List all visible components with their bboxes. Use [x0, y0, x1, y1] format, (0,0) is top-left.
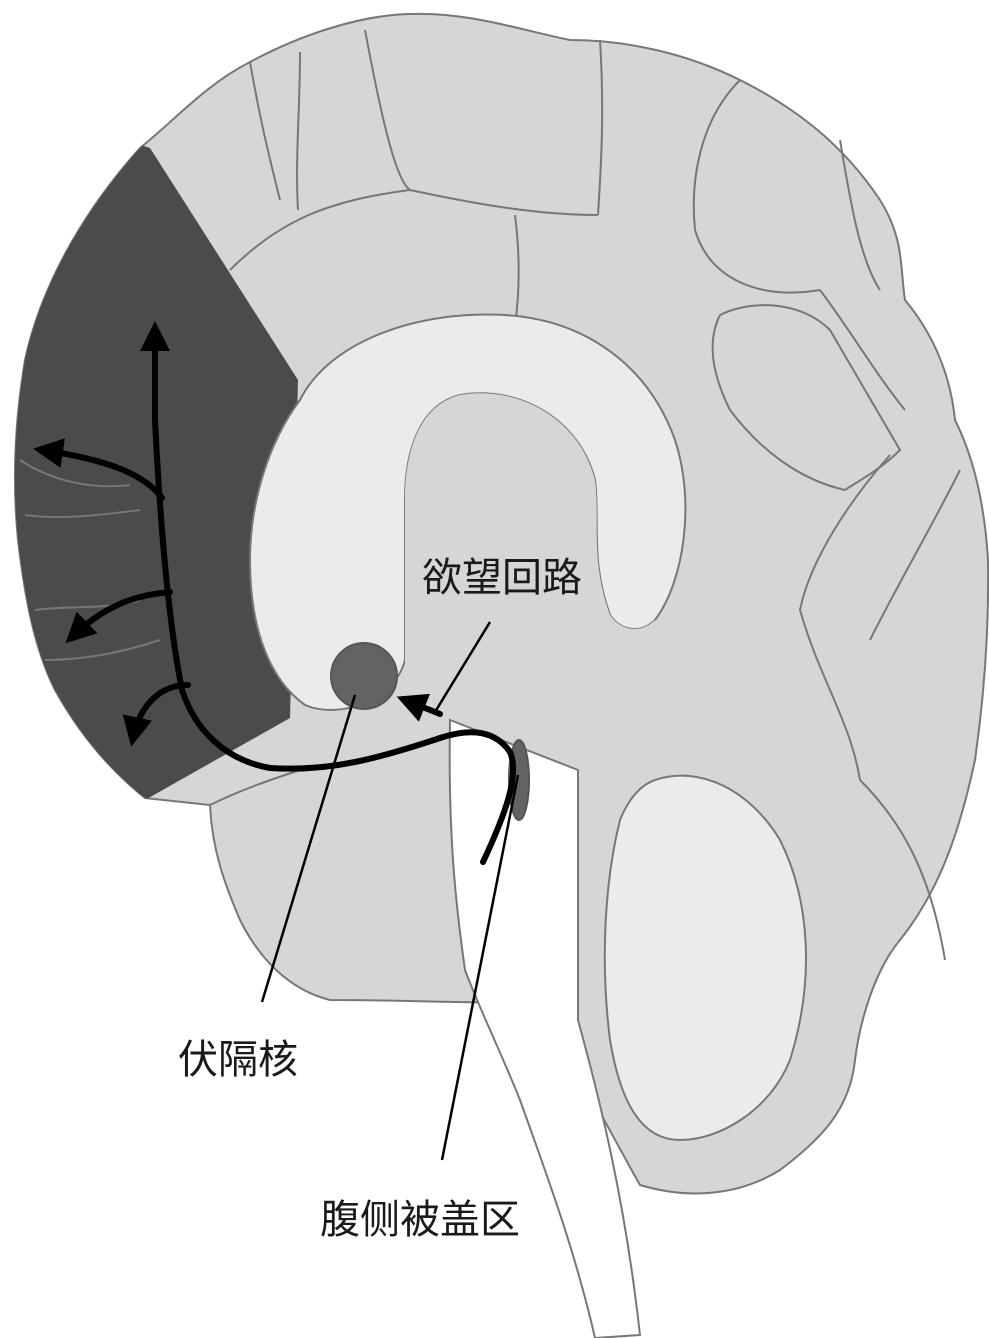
reward-circuit-label: 欲望回路 — [422, 558, 582, 598]
ventral-tegmental-area-label: 腹侧被盖区 — [320, 1200, 520, 1240]
nucleus-accumbens-label: 伏隔核 — [178, 1040, 298, 1080]
nucleus-accumbens-dot — [331, 643, 397, 709]
